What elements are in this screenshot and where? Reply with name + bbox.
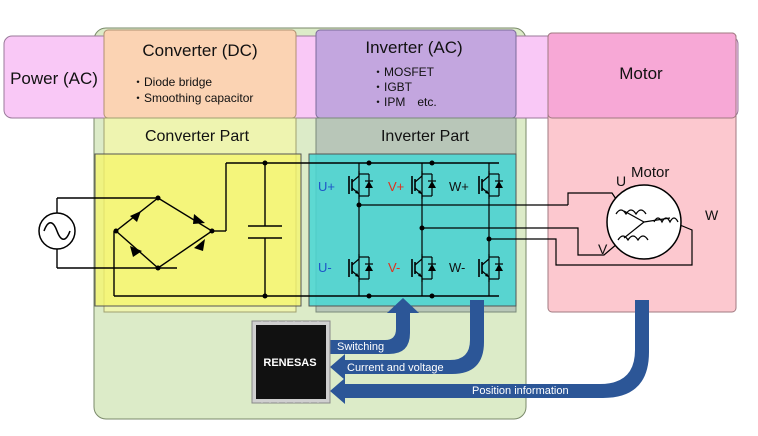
diode-bridge-icon	[113, 162, 499, 297]
converter-item-capacitor: ・Smoothing capacitor	[132, 91, 253, 105]
motor-phase-w: W	[705, 207, 719, 223]
motor-title: Motor	[619, 64, 663, 83]
inverter-item-ipm: ・IPM etc.	[372, 95, 437, 109]
inverter-title: Inverter (AC)	[365, 38, 462, 57]
mcu-chip-icon	[251, 320, 331, 404]
position-arrow	[330, 300, 649, 404]
current-voltage-label: Current and voltage	[347, 362, 444, 374]
motor-header	[547, 32, 737, 119]
feedback-arrows	[329, 298, 649, 404]
switching-label: Switching	[337, 341, 384, 353]
inverter-item-igbt: ・IGBT	[372, 80, 413, 94]
diode-bridge-nodes	[113, 195, 215, 271]
label-v-minus: V-	[388, 260, 400, 275]
current-voltage-arrow	[330, 300, 484, 380]
label-w-plus: W+	[449, 179, 469, 194]
motor-symbol-label: Motor	[631, 164, 669, 181]
converter-item-diode: ・Diode bridge	[132, 75, 212, 89]
power-label: Power (AC)	[10, 69, 98, 88]
motor-symbol-icon	[606, 184, 682, 260]
label-w-minus: W-	[449, 260, 465, 275]
motor-phase-u: U	[616, 173, 626, 189]
converter-part-label: Converter Part	[145, 128, 250, 145]
smoothing-capacitor-icon	[248, 225, 282, 239]
converter-circuit-area	[94, 153, 302, 307]
converter-title: Converter (DC)	[142, 41, 257, 60]
mcu-logo: RENESAS	[263, 357, 316, 369]
phase-nodes	[356, 202, 492, 242]
label-v-plus: V+	[388, 179, 404, 194]
label-u-plus: U+	[318, 179, 335, 194]
motor-phase-v: V	[598, 241, 608, 257]
switching-arrow	[329, 298, 419, 354]
inverter-item-mosfet: ・MOSFET	[372, 65, 435, 79]
label-u-minus: U-	[318, 260, 332, 275]
inverter-part-label: Inverter Part	[381, 128, 470, 145]
dc-bus-nodes	[262, 160, 435, 299]
position-label: Position information	[472, 385, 569, 397]
